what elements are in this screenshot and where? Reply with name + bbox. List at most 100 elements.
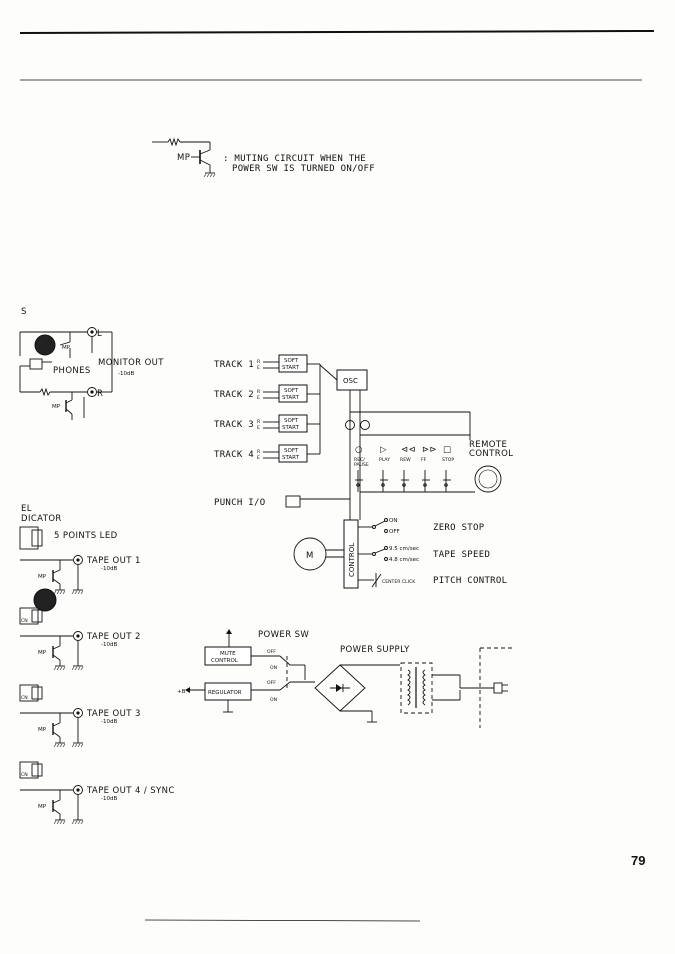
svg-text:SOFT: SOFT [284, 358, 299, 364]
legend-mp-label: MP [177, 153, 190, 163]
svg-text:START: START [282, 425, 300, 431]
transport-button-5: □STOP [442, 445, 454, 492]
center-click-label: CENTER CLICK [382, 579, 416, 585]
tape-out-jack [73, 631, 83, 641]
phones-label: PHONES [53, 366, 91, 376]
motor-label: M [306, 551, 314, 561]
monitor-out-level: -10dB [118, 371, 134, 377]
button-symbol: ⊳⊳ [422, 445, 437, 455]
tape-out-jack [73, 785, 83, 795]
legend-muting-text-2: POWER SW IS TURNED ON/OFF [232, 164, 375, 174]
track-label: TRACK 1 [214, 360, 254, 370]
svg-text:SOFT: SOFT [284, 418, 299, 424]
knob-left [34, 334, 56, 356]
svg-text:E: E [257, 395, 260, 401]
track-indicator-b [360, 420, 370, 430]
tape-out-label: TAPE OUT 3 [86, 709, 141, 719]
tape-out-label: TAPE OUT 2 [86, 632, 141, 642]
monitor-out-label: MONITOR OUT [98, 358, 164, 368]
regulator-label: REGULATOR [208, 690, 242, 696]
remote-control-label-2: CONTROL [469, 449, 513, 459]
svg-text:R: R [257, 419, 261, 425]
muting-legend: MP : MUTING CIRCUIT WHEN THE POWER SW IS… [152, 137, 375, 178]
svg-text:CN: CN [21, 772, 28, 778]
sw2-on: ON [270, 697, 277, 703]
sw2-off: OFF [267, 680, 276, 686]
soft-start-box [278, 354, 308, 373]
soft-start-box [278, 444, 308, 463]
zero-stop-label: ZERO STOP [433, 523, 485, 533]
svg-text:CN: CN [21, 618, 28, 624]
jack-l-label: L [97, 329, 102, 339]
tape-out-jack [73, 708, 83, 718]
svg-text:E: E [257, 455, 260, 461]
svg-text:MP: MP [38, 804, 47, 810]
speed-low: 4.8 cm/sec [389, 557, 419, 563]
button-symbol: ▷ [380, 445, 387, 455]
speed-high: 9.5 cm/sec [389, 546, 419, 552]
tape-out-label: TAPE OUT 1 [86, 556, 141, 566]
connector [19, 761, 39, 779]
power-sw-label: POWER SW [258, 630, 309, 640]
phones-jack [29, 358, 43, 370]
connector [19, 684, 39, 702]
tape-out-label: TAPE OUT 4 / SYNC [86, 786, 175, 796]
transport-button-1: ○ REC/PAUSE [354, 445, 369, 492]
button-label: REW [400, 457, 411, 463]
connector [19, 607, 39, 625]
footer-rule [144, 919, 421, 922]
osc-label: OSC [343, 377, 358, 385]
transport-buttons: ○REC/PAUSE▷PLAY⊲⊲REW⊳⊳FF□STOP [354, 445, 454, 492]
punch-io-jack [285, 495, 301, 508]
transformer [400, 662, 433, 714]
svg-text:MP: MP [62, 345, 71, 351]
plus-b-label: +B [177, 689, 186, 695]
transport-button-3: ⊲⊲ REW [400, 445, 416, 492]
svg-text:START: START [282, 365, 300, 371]
sw1-on: ON [270, 665, 277, 671]
knob-level [33, 588, 57, 612]
svg-text:R: R [257, 389, 261, 395]
top-rule [19, 30, 655, 34]
zero-stop-off: OFF [389, 529, 400, 535]
jack-r-label: R [97, 389, 103, 399]
pitch-control-label: PITCH CONTROL [433, 576, 507, 586]
tape-speed-label: TAPE SPEED [433, 550, 490, 560]
track-indicator-a [345, 420, 355, 430]
svg-text:SOFT: SOFT [284, 448, 299, 454]
level-indicator-label-2: DICATOR [21, 514, 62, 524]
sw1-off: OFF [267, 649, 276, 655]
svg-text:PAUSE: PAUSE [354, 462, 369, 468]
transport-button-4: ⊳⊳FF [421, 445, 437, 492]
zero-stop-on: ON [389, 518, 397, 524]
svg-text:E: E [257, 365, 260, 371]
svg-text:E: E [257, 425, 260, 431]
svg-text:MP: MP [38, 727, 47, 733]
button-label: REC/ [354, 457, 365, 463]
svg-text:MP: MP [38, 650, 47, 656]
tape-out-level: -10dB [101, 642, 117, 648]
control-label: CONTROL [348, 543, 356, 577]
svg-text:R: R [257, 359, 261, 365]
button-symbol: □ [443, 445, 451, 455]
button-symbol: ○ [355, 445, 363, 455]
track-label: TRACK 2 [214, 390, 254, 400]
svg-text:CN: CN [21, 695, 28, 701]
section-fragment: S [21, 307, 27, 317]
track-label: TRACK 4 [214, 450, 254, 460]
svg-text:START: START [282, 395, 300, 401]
button-symbol: ⊲⊲ [401, 445, 416, 455]
mute-control-label-2: CONTROL [211, 658, 239, 664]
track-label: TRACK 3 [214, 420, 254, 430]
